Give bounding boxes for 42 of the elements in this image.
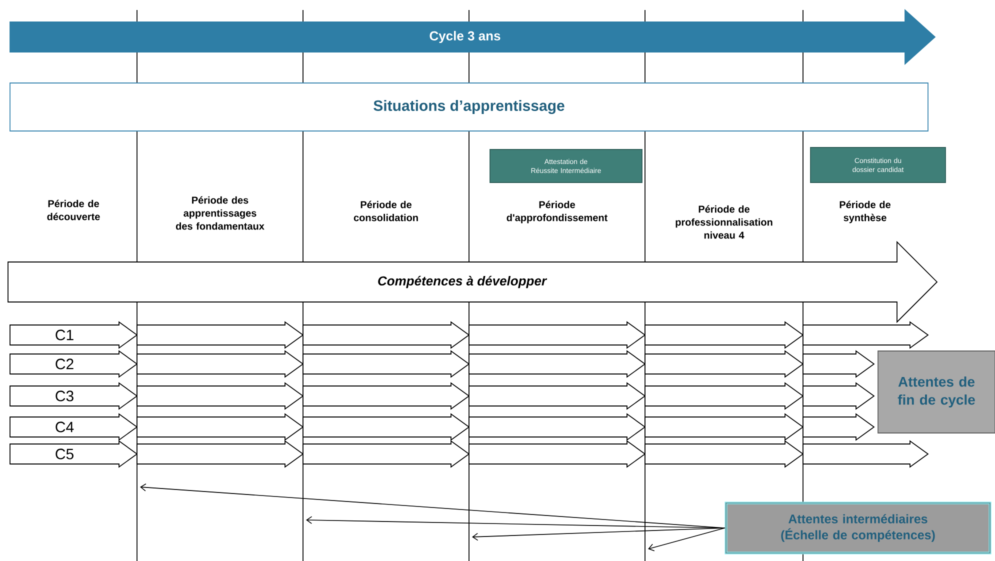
skill-band	[302, 382, 470, 410]
pointer-arrow	[472, 528, 726, 541]
pointer-arrow	[648, 528, 726, 552]
skill-band	[644, 321, 804, 349]
skill-band	[302, 440, 470, 468]
skill-band	[136, 350, 304, 378]
pointer-arrow	[306, 516, 726, 528]
skill-band	[644, 413, 804, 441]
end-goal-box: Attentes de fin de cycle	[878, 350, 995, 434]
skill-band: C2	[10, 350, 138, 378]
skill-band	[802, 413, 875, 441]
skill-band	[644, 440, 804, 468]
skill-band	[802, 382, 875, 410]
skill-band	[802, 350, 875, 378]
skill-band	[644, 382, 804, 410]
skill-band: C1	[10, 321, 138, 349]
skill-band	[302, 413, 470, 441]
skill-band	[468, 382, 646, 410]
skill-band: C5	[10, 440, 138, 468]
skill-band	[468, 321, 646, 349]
situation-box: Situations d’apprentissage	[10, 82, 928, 132]
skill-band: C4	[10, 413, 138, 441]
skill-band	[644, 350, 804, 378]
skill-band	[136, 440, 304, 468]
skill-band	[802, 440, 929, 468]
skill-band	[802, 321, 929, 349]
skill-band	[302, 350, 470, 378]
skill-band	[136, 321, 304, 349]
skill-band	[302, 321, 470, 349]
period-heading: Période de découverte	[47, 200, 100, 220]
skill-band	[136, 413, 304, 441]
period-heading: Période de synthèse	[840, 200, 890, 224]
skill-band	[136, 382, 304, 410]
period-heading: Période de professionnalisation niveau 4	[676, 205, 772, 239]
period-heading: Période d'approfondissement	[506, 200, 608, 224]
skill-band	[468, 440, 646, 468]
skill-band	[468, 350, 646, 378]
skill-band: C3	[10, 382, 138, 410]
period-heading: Période de consolidation	[354, 200, 418, 222]
skill-band	[468, 413, 646, 441]
intermediate-goal-box: Attentes intermédiaires (Échelle de compétences)	[724, 502, 992, 554]
period-heading: Période des apprentissages des fondamentaux	[176, 196, 264, 230]
